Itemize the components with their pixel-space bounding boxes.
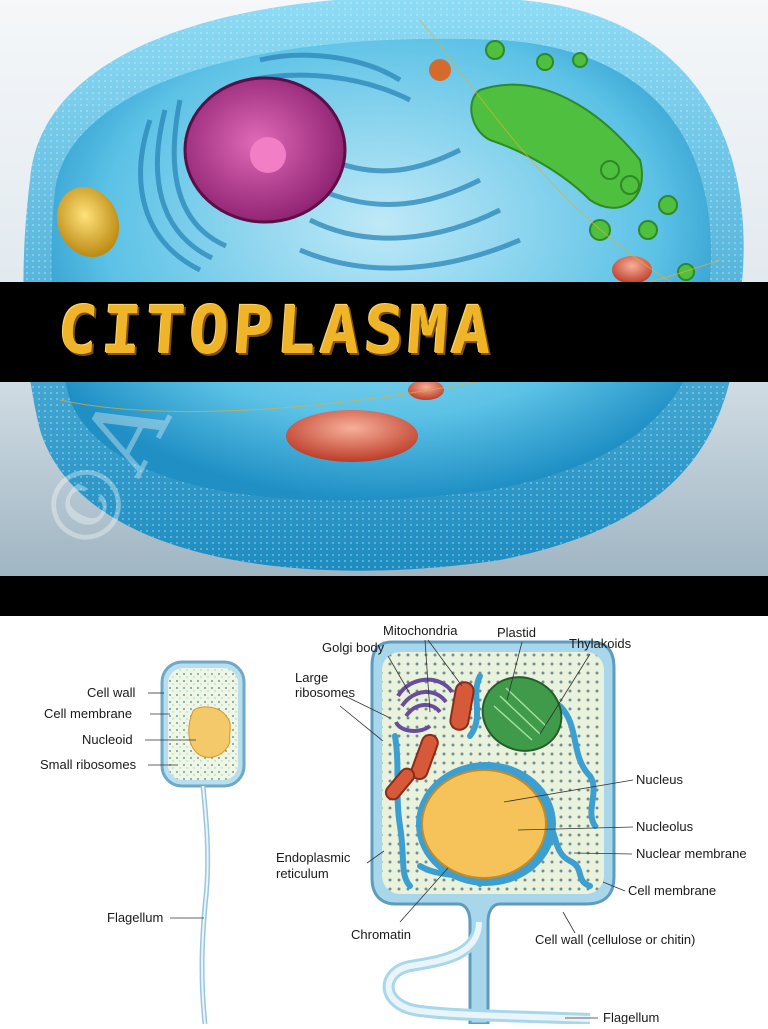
nucleoid bbox=[188, 706, 231, 758]
label-flagellum-right: Flagellum bbox=[603, 1010, 659, 1024]
endoplasmic-reticulum bbox=[138, 52, 521, 273]
golgi-body bbox=[394, 677, 454, 733]
mitochondrion-3 bbox=[384, 767, 416, 801]
label-cell-membrane-euk: Cell membrane bbox=[628, 883, 716, 898]
label-nuclear-membrane: Nuclear membrane bbox=[636, 846, 747, 861]
label-golgi-body: Golgi body bbox=[322, 640, 385, 655]
label-endoplasmic-2: reticulum bbox=[276, 866, 329, 881]
label-flagellum-left: Flagellum bbox=[107, 910, 163, 925]
label-plastid: Plastid bbox=[497, 625, 536, 640]
label-small-ribosomes: Small ribosomes bbox=[40, 757, 137, 772]
label-chromatin: Chromatin bbox=[351, 927, 411, 942]
label-cell-membrane: Cell membrane bbox=[44, 706, 132, 721]
eukaryote-cell bbox=[370, 640, 616, 1026]
label-thylakoids: Thylakoids bbox=[569, 636, 632, 651]
mitochondria bbox=[56, 59, 652, 462]
label-nucleoid: Nucleoid bbox=[82, 732, 133, 747]
nucleolus bbox=[250, 137, 286, 173]
label-nucleolus: Nucleolus bbox=[636, 819, 694, 834]
cell-comparison-diagram: Cell wall Cell membrane Nucleoid Small r… bbox=[0, 616, 768, 1026]
mitochondrion-2 bbox=[410, 733, 439, 781]
nucleus-diagram bbox=[421, 769, 547, 879]
label-endoplasmic-1: Endoplasmic bbox=[276, 850, 351, 865]
page-title: CITOPLASMA bbox=[55, 292, 499, 369]
golgi-apparatus bbox=[470, 40, 695, 281]
title-band bbox=[0, 282, 768, 382]
label-nucleus: Nucleus bbox=[636, 772, 683, 787]
label-large-ribosomes-2: ribosomes bbox=[295, 685, 355, 700]
plastid bbox=[481, 676, 563, 752]
mitochondrion-1 bbox=[449, 681, 475, 731]
separator-bar bbox=[0, 576, 768, 616]
label-large-ribosomes-1: Large bbox=[295, 670, 328, 685]
prokaryote-cell bbox=[160, 660, 246, 1025]
label-cell-wall: Cell wall bbox=[87, 685, 136, 700]
label-cell-wall-euk: Cell wall (cellulose or chitin) bbox=[535, 932, 695, 947]
label-mitochondria: Mitochondria bbox=[383, 623, 458, 638]
